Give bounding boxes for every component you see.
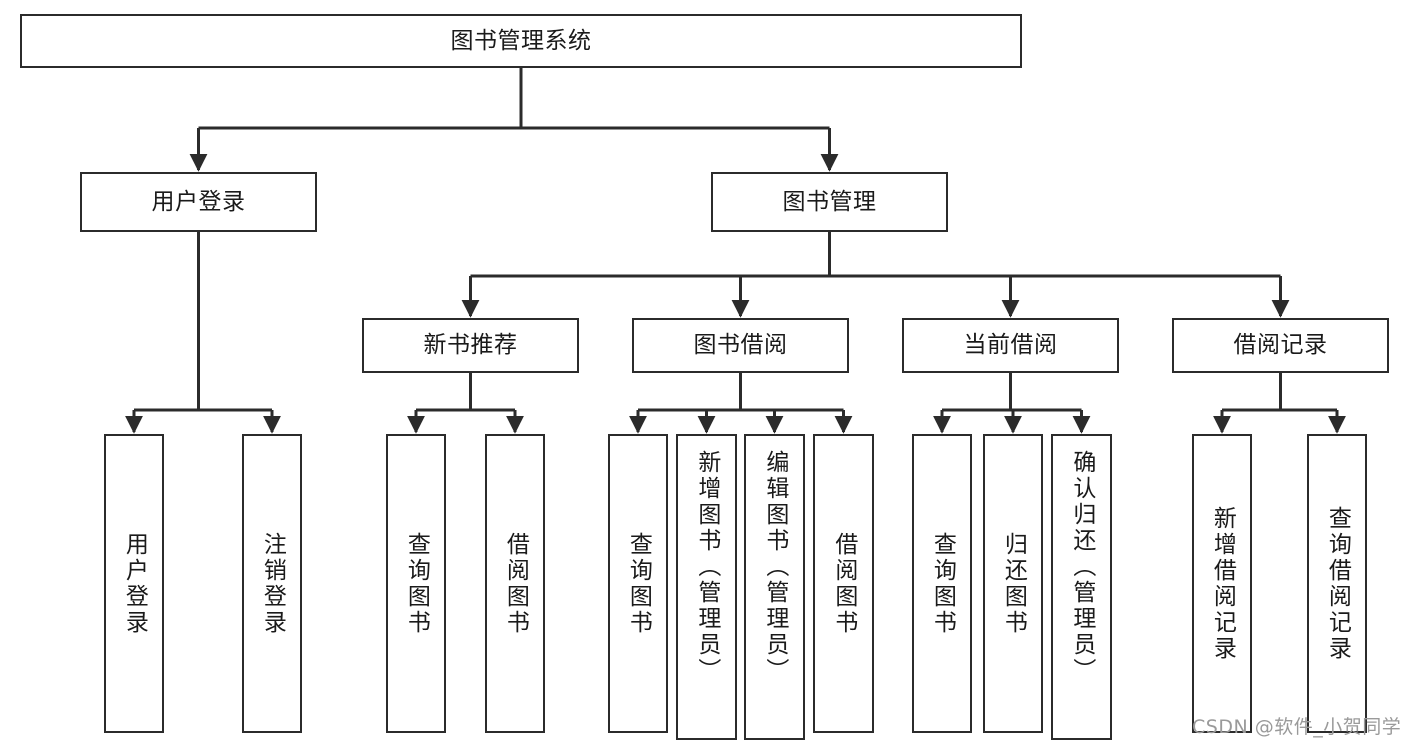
node-current-borrow[interactable]: 当前借阅: [902, 318, 1119, 373]
node-leaf-query-record[interactable]: 查询借阅记录: [1307, 434, 1367, 733]
node-label: 归还图书: [1000, 531, 1027, 636]
node-label: 当前借阅: [963, 332, 1058, 358]
node-leaf-confirm-return[interactable]: 确认归还（管理员）: [1051, 434, 1112, 740]
node-leaf-add-record[interactable]: 新增借阅记录: [1192, 434, 1252, 733]
node-label: 新书推荐: [423, 332, 518, 358]
node-label: 用户登录: [151, 188, 246, 215]
node-label: 新增借阅记录: [1209, 505, 1236, 662]
watermark-label: CSDN @软件_小贺同学: [1192, 716, 1402, 738]
node-book-management[interactable]: 图书管理: [711, 172, 948, 232]
node-root[interactable]: 图书管理系统: [20, 14, 1022, 68]
node-book-borrow[interactable]: 图书借阅: [632, 318, 849, 373]
node-label: 查询图书: [929, 531, 956, 636]
node-leaf-borrow-book-1[interactable]: 借阅图书: [485, 434, 545, 733]
node-label: 查询图书: [403, 531, 430, 636]
node-label: 查询图书: [625, 531, 652, 636]
node-leaf-query-book-1[interactable]: 查询图书: [386, 434, 446, 733]
node-leaf-add-book[interactable]: 新增图书（管理员）: [676, 434, 737, 740]
node-label: 借阅记录: [1233, 332, 1328, 358]
node-label: 借阅图书: [502, 531, 529, 636]
node-label: 图书管理系统: [450, 27, 592, 54]
node-label: 图书借阅: [693, 332, 788, 358]
node-leaf-logout[interactable]: 注销登录: [242, 434, 302, 733]
node-new-book-recommend[interactable]: 新书推荐: [362, 318, 579, 373]
node-label: 注销登录: [259, 531, 286, 636]
node-leaf-edit-book[interactable]: 编辑图书（管理员）: [744, 434, 805, 740]
node-label: 确认归还（管理员）: [1068, 450, 1095, 684]
node-label: 查询借阅记录: [1324, 505, 1351, 662]
node-label: 新增图书（管理员）: [693, 450, 720, 684]
node-borrow-record[interactable]: 借阅记录: [1172, 318, 1389, 373]
node-leaf-query-book-3[interactable]: 查询图书: [912, 434, 972, 733]
node-label: 图书管理: [782, 188, 877, 215]
node-user-login[interactable]: 用户登录: [80, 172, 317, 232]
node-label: 编辑图书（管理员）: [761, 450, 788, 684]
node-label: 借阅图书: [830, 531, 857, 636]
node-leaf-user-login[interactable]: 用户登录: [104, 434, 164, 733]
node-leaf-borrow-book-2[interactable]: 借阅图书: [813, 434, 874, 733]
node-leaf-query-book-2[interactable]: 查询图书: [608, 434, 668, 733]
node-label: 用户登录: [121, 531, 148, 636]
node-leaf-return-book[interactable]: 归还图书: [983, 434, 1043, 733]
